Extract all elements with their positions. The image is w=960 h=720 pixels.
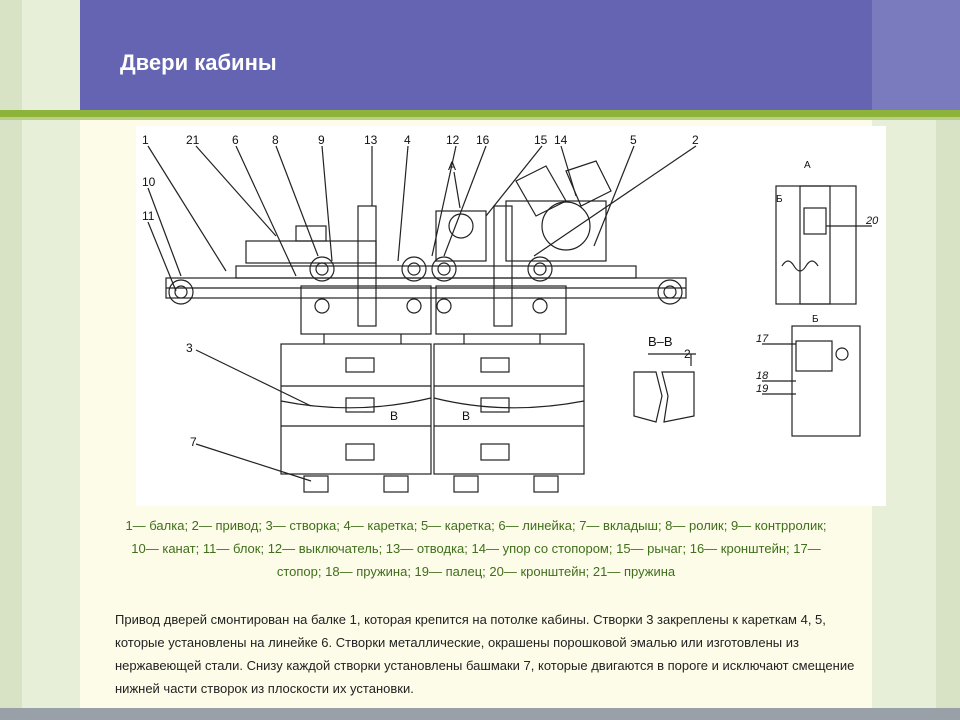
section-bb-dim: 2 xyxy=(684,347,691,361)
title-banner-edge xyxy=(872,0,960,110)
drawing-label-21: 21 xyxy=(186,133,200,147)
accent-bar xyxy=(0,110,960,117)
drawing-label-11: 11 xyxy=(142,209,155,223)
drawing-label-10: 10 xyxy=(142,175,156,189)
drawing-label-13: 13 xyxy=(364,133,378,147)
slide-title: Двери кабины xyxy=(120,50,277,75)
section-bb-title: В–В xyxy=(648,334,673,349)
view-a-title: А xyxy=(804,160,811,171)
view-b-title: Б xyxy=(812,314,819,325)
description-text: Привод дверей смонтирован на балке 1, ко… xyxy=(115,612,855,696)
drawing-label-9: 9 xyxy=(318,133,325,147)
drawing-label-5: 5 xyxy=(630,133,637,147)
drawing-label-12: 12 xyxy=(446,133,460,147)
drawing-label-4: 4 xyxy=(404,133,411,147)
accent-bar-light xyxy=(0,117,960,120)
drawing-label-8: 8 xyxy=(272,133,279,147)
drawing-label-1: 1 xyxy=(142,133,149,147)
bottom-strip xyxy=(0,708,960,720)
drawing-view-a-marker: А xyxy=(448,159,456,173)
door-drive-drawing: 1 21 6 8 9 13 4 12 16 15 14 5 2 10 11 3 … xyxy=(136,126,886,506)
figure-caption: 1— балка; 2— привод; 3— створка; 4— каре… xyxy=(125,518,827,579)
drawing-label-7: 7 xyxy=(190,435,197,449)
left-margin-inner xyxy=(22,0,80,720)
drawing-label-2: 2 xyxy=(692,133,699,147)
section-b-mark-left: В xyxy=(390,409,398,423)
title-banner xyxy=(80,0,872,110)
drawing-label-19: 19 xyxy=(756,383,768,395)
section-b-mark-right: В xyxy=(462,409,470,423)
drawing-label-15: 15 xyxy=(534,133,548,147)
drawing-label-16: 16 xyxy=(476,133,490,147)
drawing-label-14: 14 xyxy=(554,133,568,147)
drawing-label-18: 18 xyxy=(756,370,769,382)
drawing-label-17: 17 xyxy=(756,333,769,345)
drawing-label-6: 6 xyxy=(232,133,239,147)
drawing-label-20: 20 xyxy=(865,215,879,227)
view-arrow-b: Б xyxy=(776,194,783,205)
drawing-label-3: 3 xyxy=(186,341,193,355)
